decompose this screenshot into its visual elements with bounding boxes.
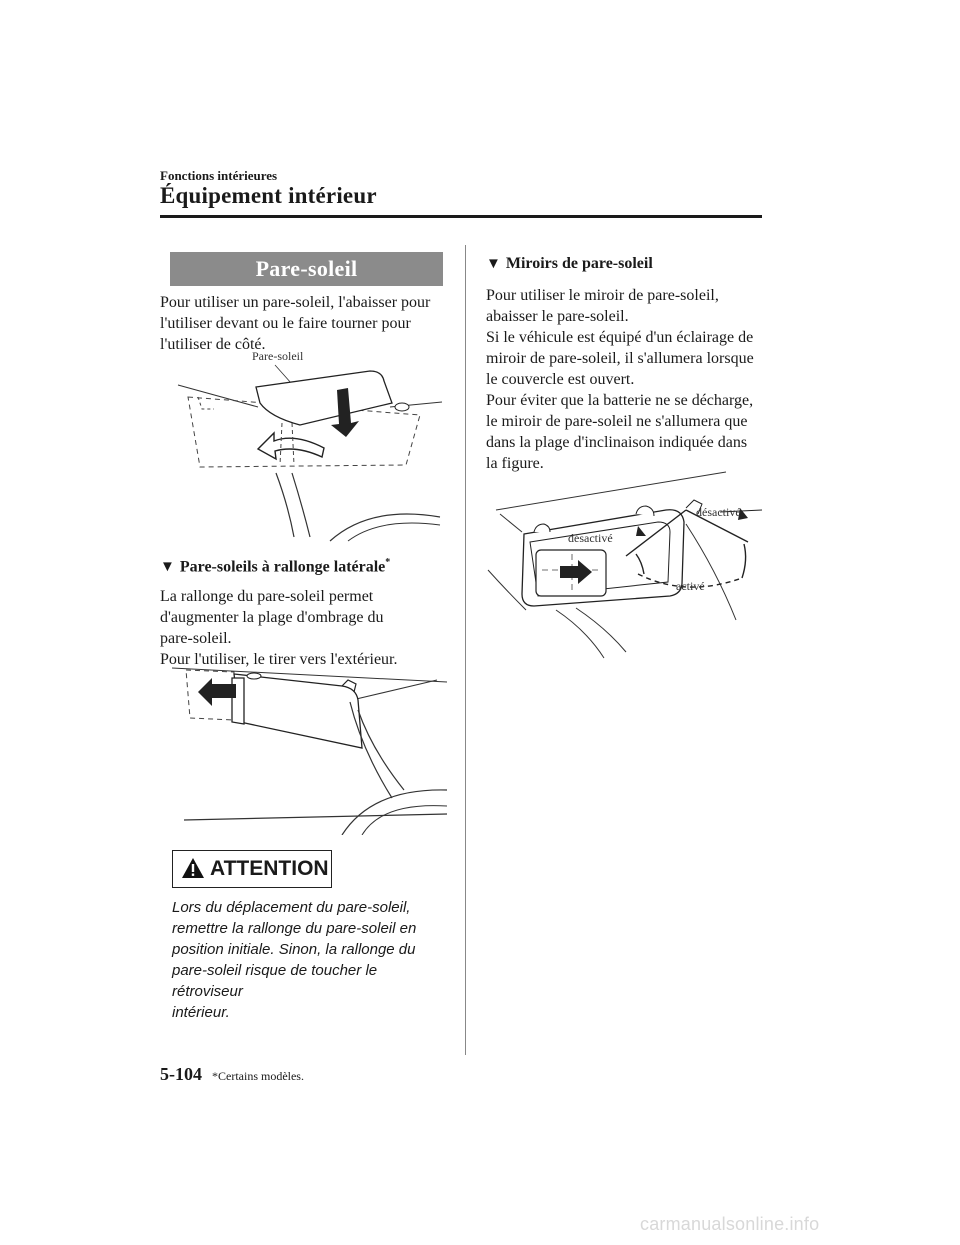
visor-extension-figure (172, 667, 447, 835)
text-line: la figure. (486, 455, 544, 472)
triangle-icon: ▼ (486, 256, 501, 272)
text-line: d'augmenter la plage d'ombrage du (160, 609, 384, 626)
attention-label: ATTENTION (210, 857, 329, 880)
subsection-heading: ▼Pare-soleils à rallonge latérale* (160, 557, 391, 576)
extension-paragraph: La rallonge du pare-soleil permet d'augm… (160, 586, 398, 670)
attention-text: Lors du déplacement du pare-soleil, reme… (172, 897, 452, 1023)
text-line: miroir de pare-soleil, il s'allumera lor… (486, 350, 754, 367)
off-label-1: désactivé (568, 531, 613, 545)
text-line: intérieur. (172, 1004, 230, 1021)
text-line: Pour éviter que la batterie ne se déchar… (486, 392, 754, 409)
mirror-heading: ▼Miroirs de pare-soleil (486, 255, 653, 272)
text-line: Pour utiliser un pare-soleil, l'abaisser… (160, 294, 431, 311)
section-banner: Pare-soleil (170, 252, 443, 286)
page-number: 5-104 (160, 1064, 202, 1084)
text-line: remettre la rallonge du pare-soleil en (172, 920, 417, 937)
footnote: *Certains modèles. (212, 1069, 304, 1083)
warning-icon (182, 858, 204, 878)
section-title: Fonctions intérieures (160, 168, 278, 183)
text-line: dans la plage d'inclinaison indiquée dan… (486, 434, 748, 451)
text-line: Lors du déplacement du pare-soleil, (172, 899, 411, 916)
header-rule (160, 215, 762, 218)
text-line: pare-soleil. (160, 630, 232, 647)
text-line: le couvercle est ouvert. (486, 371, 635, 388)
mirror-paragraph: Pour utiliser le miroir de pare-soleil, … (486, 285, 754, 474)
on-label: activé (676, 579, 705, 593)
triangle-icon: ▼ (160, 559, 175, 576)
off-label-2: désactivé (696, 505, 741, 519)
watermark: carmanualsonline.info (640, 1214, 820, 1234)
text-line: le miroir de pare-soleil ne s'allumera q… (486, 413, 748, 430)
text-line: pare-soleil risque de toucher le rétrovi… (172, 962, 378, 1000)
text-line: La rallonge du pare-soleil permet (160, 588, 374, 605)
text-line: l'utiliser devant ou le faire tourner po… (160, 315, 411, 332)
text-line: position initiale. Sinon, la rallonge du (172, 941, 416, 958)
text-line: Si le véhicule est équipé d'un éclairage… (486, 329, 754, 346)
text-line: Pour l'utiliser, le tirer vers l'extérie… (160, 651, 398, 668)
intro-paragraph: Pour utiliser un pare-soleil, l'abaisser… (160, 292, 430, 355)
text-line: l'utiliser de côté. (160, 336, 266, 353)
figure-label: Pare-soleil (252, 349, 304, 363)
text-line: Pour utiliser le miroir de pare-soleil, (486, 287, 719, 304)
text-line: abaisser le pare-soleil. (486, 308, 629, 325)
chapter-title: Équipement intérieur (160, 183, 377, 208)
mirror-angle-figure: désactivé désactivé activé (487, 471, 763, 659)
attention-box: ATTENTION (172, 850, 332, 888)
sun-visor-figure: Pare-soleil (177, 349, 443, 542)
column-divider (465, 245, 466, 1055)
